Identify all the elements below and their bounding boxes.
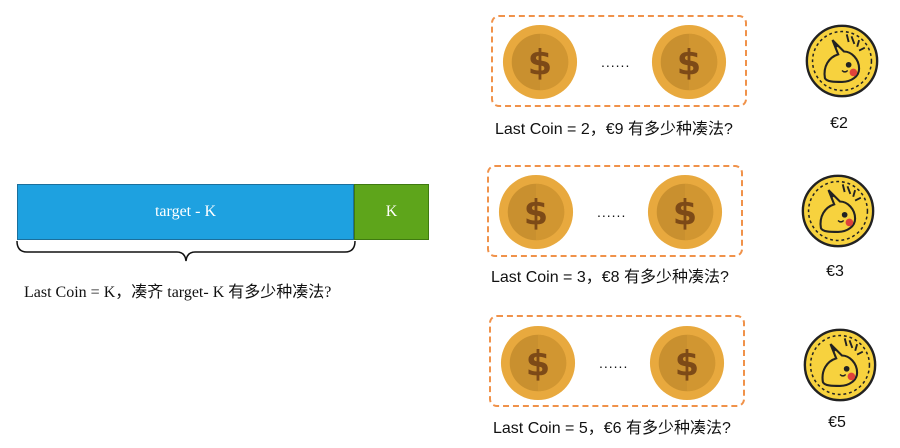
k-bar: K (354, 184, 429, 240)
row-caption: Last Coin = 2，€9 有多少种凑法? (495, 121, 733, 138)
curly-brace (16, 240, 356, 262)
coin-value-label: €3 (826, 263, 844, 280)
dollar-coin-icon (501, 23, 579, 101)
dollar-coin-icon (650, 23, 728, 101)
coin-group-box (489, 315, 745, 407)
dollar-coin-icon (497, 173, 575, 251)
ellipsis: ...... (597, 204, 627, 220)
pikachu-coin-icon (804, 23, 880, 99)
pikachu-coin-icon (802, 327, 878, 403)
ellipsis: ...... (599, 355, 629, 371)
pikachu-coin-icon (800, 173, 876, 249)
row-caption: Last Coin = 3，€8 有多少种凑法? (491, 269, 729, 286)
target-minus-k-bar: target - K (17, 184, 354, 240)
dollar-coin-icon (648, 324, 726, 402)
ellipsis: ...... (601, 54, 631, 70)
target-minus-k-label: target - K (154, 203, 216, 220)
dollar-coin-icon (646, 173, 724, 251)
coin-group-box (487, 165, 743, 257)
coin-value-label: €5 (828, 414, 846, 431)
dollar-coin-icon (499, 324, 577, 402)
row-caption: Last Coin = 5，€6 有多少种凑法? (493, 420, 731, 437)
coin-value-label: €2 (830, 115, 848, 132)
k-label: K (385, 203, 398, 220)
coin-group-box (491, 15, 747, 107)
last-coin-caption: Last Coin = K，凑齐 target- K 有多少种凑法? (24, 284, 332, 301)
